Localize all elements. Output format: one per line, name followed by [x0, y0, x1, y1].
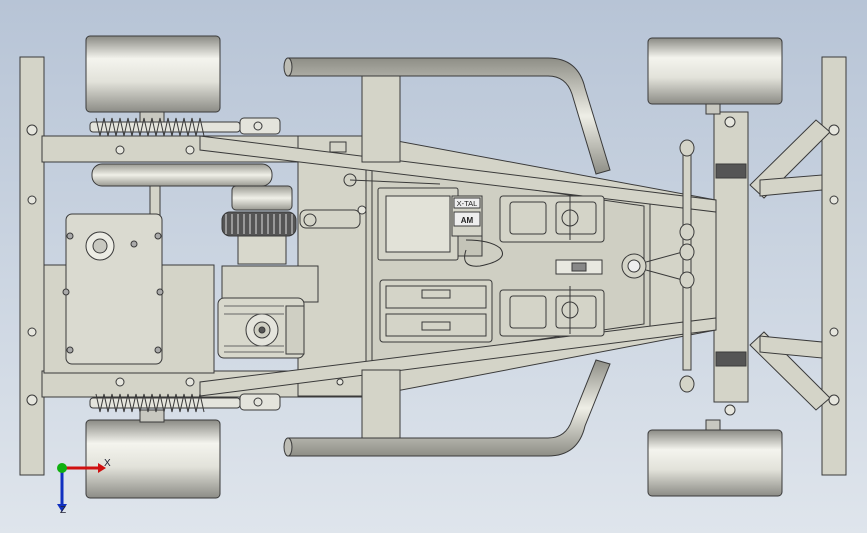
battery-pack — [379, 279, 493, 343]
bolts — [26, 116, 840, 416]
clutch-drum — [91, 163, 293, 221]
z-axis-arrowhead — [57, 504, 67, 512]
steering-servo — [499, 195, 605, 243]
engine — [217, 211, 319, 359]
rear-right-wheel[interactable] — [85, 409, 221, 499]
switch — [555, 259, 603, 275]
axis-triad[interactable] — [48, 450, 118, 520]
gearbox — [62, 213, 164, 365]
roll-bar-tube — [283, 57, 611, 457]
wire-loop — [464, 239, 503, 267]
throttle-servo — [499, 286, 605, 337]
band-label: AM — [461, 216, 474, 225]
z-axis-label: Z — [60, 505, 67, 516]
band-tag — [453, 211, 481, 227]
x-axis-arrowhead — [98, 463, 106, 473]
crystal-label: X-TAL — [457, 199, 478, 208]
x-axis-label: X — [104, 458, 111, 469]
rear-left-wheel[interactable] — [85, 35, 221, 125]
front-left-wheel[interactable] — [647, 37, 783, 115]
rear-suspension-spring — [89, 117, 281, 413]
throttle-linkage — [299, 141, 441, 229]
front-right-wheel[interactable] — [647, 419, 783, 497]
receiver — [377, 187, 483, 261]
crystal-tag — [453, 197, 481, 209]
steering-linkage — [621, 139, 747, 393]
y-axis-dot — [57, 463, 67, 473]
